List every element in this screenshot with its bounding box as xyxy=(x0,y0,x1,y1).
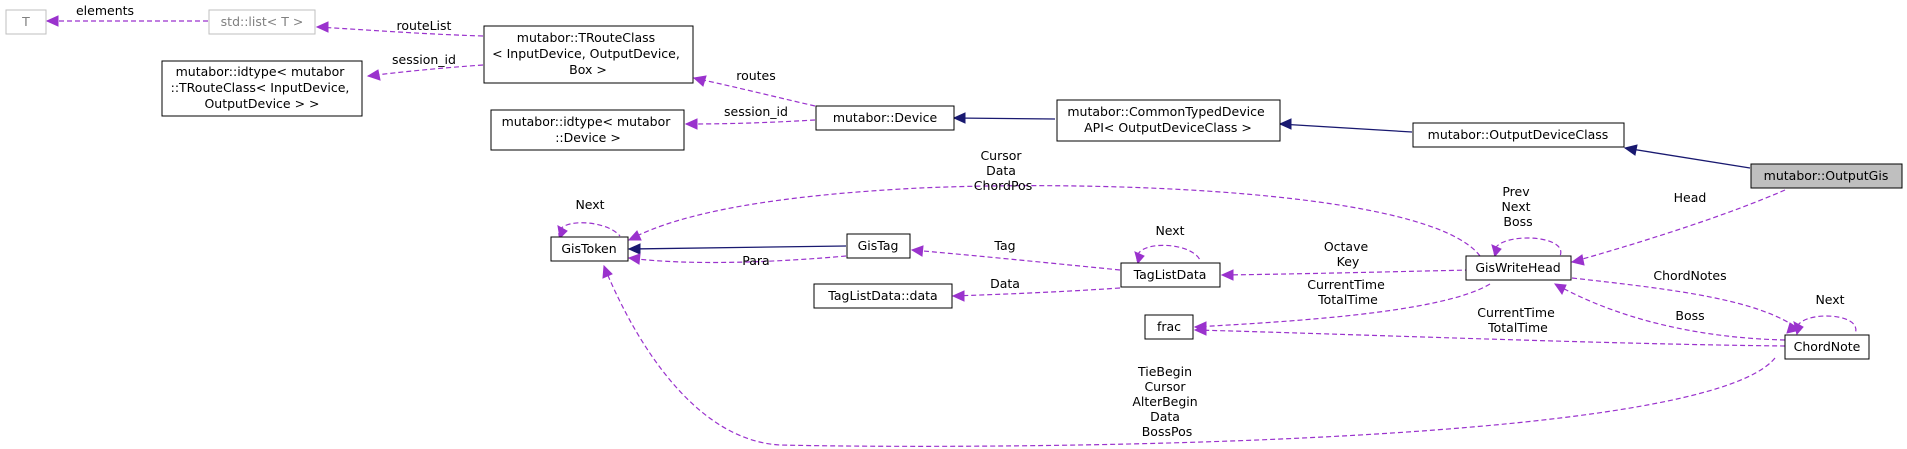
edge-head-to-chord xyxy=(1571,277,1801,331)
node-chord-note[interactable]: ChordNote xyxy=(1784,334,1870,360)
edge-chord-to-head xyxy=(1554,283,1786,341)
arrowhead-troute xyxy=(692,75,707,87)
arrowhead-idtype-troute xyxy=(366,69,381,81)
arrowhead-token-para xyxy=(627,253,641,265)
svg-text:ChordNote: ChordNote xyxy=(1794,339,1861,354)
svg-text:std::list< T >: std::list< T > xyxy=(221,14,304,29)
arrowhead-frac-chord xyxy=(1193,324,1207,336)
edge-head-to-tld xyxy=(1221,269,1471,276)
node-frac[interactable]: frac xyxy=(1144,314,1194,340)
label-session-id-troute: session_id xyxy=(392,52,456,67)
arrowhead-tag xyxy=(910,245,924,257)
label-para: Para xyxy=(742,253,769,268)
node-tag-list-data-data[interactable]: TagListData::data xyxy=(813,283,953,309)
edge-head-self xyxy=(1493,237,1562,257)
edge-commontyped-inherits-device xyxy=(953,117,1056,120)
label-currenttime-totaltime-chord: CurrentTime TotalTime xyxy=(1477,305,1559,335)
edge-tag-to-token xyxy=(628,255,847,264)
svg-text:GisToken: GisToken xyxy=(561,241,616,256)
svg-text:TagListData: TagListData xyxy=(1133,267,1207,282)
edge-head-to-token xyxy=(628,185,1481,257)
arrowhead-chord-self xyxy=(1793,321,1804,336)
edge-outputdevclass-inherits-commontyped xyxy=(1279,123,1413,133)
svg-text:mutabor::TRouteClass <: mutabor::TRouteClass < InputDevice, Outp… xyxy=(492,30,684,77)
edge-device-to-idtype xyxy=(685,119,816,125)
arrowhead-token-self xyxy=(557,225,568,240)
svg-text:mutabor::idtype< mutabor: mutabor::idtype< mutabor ::Device > xyxy=(502,114,675,145)
svg-text:mutabor::idtype< mutabor: mutabor::idtype< mutabor ::TRouteClass< … xyxy=(171,64,354,111)
edge-outputgis-inherits-outputdevclass xyxy=(1624,147,1751,169)
svg-text:mutabor::Device: mutabor::Device xyxy=(833,110,938,125)
node-gis-write-head[interactable]: GisWriteHead xyxy=(1465,255,1572,281)
edge-outputgis-to-head xyxy=(1571,189,1786,263)
label-routes: routes xyxy=(736,68,776,83)
arrowhead-head-from-chord xyxy=(1553,283,1567,296)
label-currenttime-totaltime-head: CurrentTime TotalTime xyxy=(1307,277,1389,307)
edge-gistag-inherits-gistoken xyxy=(628,245,847,250)
label-elements: elements xyxy=(76,3,134,18)
label-cursor-data-chordpos: Cursor Data ChordPos xyxy=(974,148,1032,193)
node-std-list[interactable]: std::list< T > xyxy=(208,9,316,35)
svg-text:TagListData::data: TagListData::data xyxy=(827,288,937,303)
arrowhead-idtype-device xyxy=(684,118,698,130)
arrowhead-head-self xyxy=(1491,244,1502,258)
label-head: Head xyxy=(1674,190,1707,205)
node-t[interactable]: T xyxy=(5,9,47,35)
svg-text:mutabor::OutputGis: mutabor::OutputGis xyxy=(1764,168,1889,183)
node-idtype-troute[interactable]: mutabor::idtype< mutabor ::TRouteClass< … xyxy=(161,60,363,117)
edge-token-self xyxy=(558,222,621,239)
svg-text:GisTag: GisTag xyxy=(858,238,899,253)
label-tiebegin-etc: TieBegin Cursor AlterBegin Data BossPos xyxy=(1132,364,1201,439)
edge-troute-to-list xyxy=(316,26,484,37)
arrowhead-gistoken xyxy=(627,243,641,255)
arrowhead-tld-head xyxy=(1220,269,1234,281)
node-output-device-class[interactable]: mutabor::OutputDeviceClass xyxy=(1412,122,1625,148)
edge-chord-to-frac xyxy=(1194,329,1786,347)
svg-text:mutabor::OutputDeviceClass: mutabor::OutputDeviceClass xyxy=(1428,127,1609,142)
edge-tld-self xyxy=(1136,244,1201,264)
arrowhead-tld-data xyxy=(951,290,965,302)
arrowhead-list xyxy=(315,21,329,33)
arrowhead-tld-self xyxy=(1134,251,1145,265)
arrowhead-device xyxy=(952,112,966,124)
svg-text:frac: frac xyxy=(1157,319,1181,334)
label-token-next: Next xyxy=(575,197,604,212)
svg-text:T: T xyxy=(21,14,30,29)
node-idtype-device[interactable]: mutabor::idtype< mutabor ::Device > xyxy=(490,109,685,151)
edge-tld-to-tag xyxy=(911,249,1121,271)
node-troute-class[interactable]: mutabor::TRouteClass < InputDevice, Outp… xyxy=(483,25,694,84)
arrowhead-token-chord xyxy=(602,264,613,279)
node-gis-tag[interactable]: GisTag xyxy=(846,233,911,259)
svg-text:mutabor::CommonTypedDevice: mutabor::CommonTypedDevice API< OutputDe… xyxy=(1067,104,1268,135)
arrowhead-commontyped xyxy=(1278,118,1292,130)
edge-head-to-frac xyxy=(1194,283,1491,328)
edge-chord-to-token xyxy=(603,265,1776,447)
label-tag: Tag xyxy=(993,238,1015,253)
node-tag-list-data[interactable]: TagListData xyxy=(1120,262,1221,288)
node-common-typed-device[interactable]: mutabor::CommonTypedDevice API< OutputDe… xyxy=(1056,99,1281,142)
label-data: Data xyxy=(990,276,1020,291)
label-chordnotes: ChordNotes xyxy=(1653,268,1726,283)
arrowhead-outputdevclass xyxy=(1623,144,1638,156)
edge-device-to-troute xyxy=(693,77,816,107)
label-prev-next-boss: Prev Next Boss xyxy=(1501,184,1534,229)
svg-text:GisWriteHead: GisWriteHead xyxy=(1475,260,1560,275)
edge-tld-to-data xyxy=(952,287,1121,297)
arrowhead-head-from-gis xyxy=(1570,254,1585,266)
label-chord-next: Next xyxy=(1815,292,1844,307)
node-device[interactable]: mutabor::Device xyxy=(815,105,955,131)
arrowhead-token-head xyxy=(627,230,642,241)
label-boss: Boss xyxy=(1675,308,1704,323)
arrowhead-t xyxy=(45,15,59,27)
edge-chord-self xyxy=(1795,315,1857,335)
node-gis-token[interactable]: GisToken xyxy=(550,236,629,262)
node-output-gis[interactable]: mutabor::OutputGis xyxy=(1750,163,1903,189)
label-tld-next: Next xyxy=(1155,223,1184,238)
label-routelist: routeList xyxy=(397,18,452,33)
label-session-id-device: session_id xyxy=(724,104,788,119)
label-octave-key: Octave Key xyxy=(1324,239,1372,269)
